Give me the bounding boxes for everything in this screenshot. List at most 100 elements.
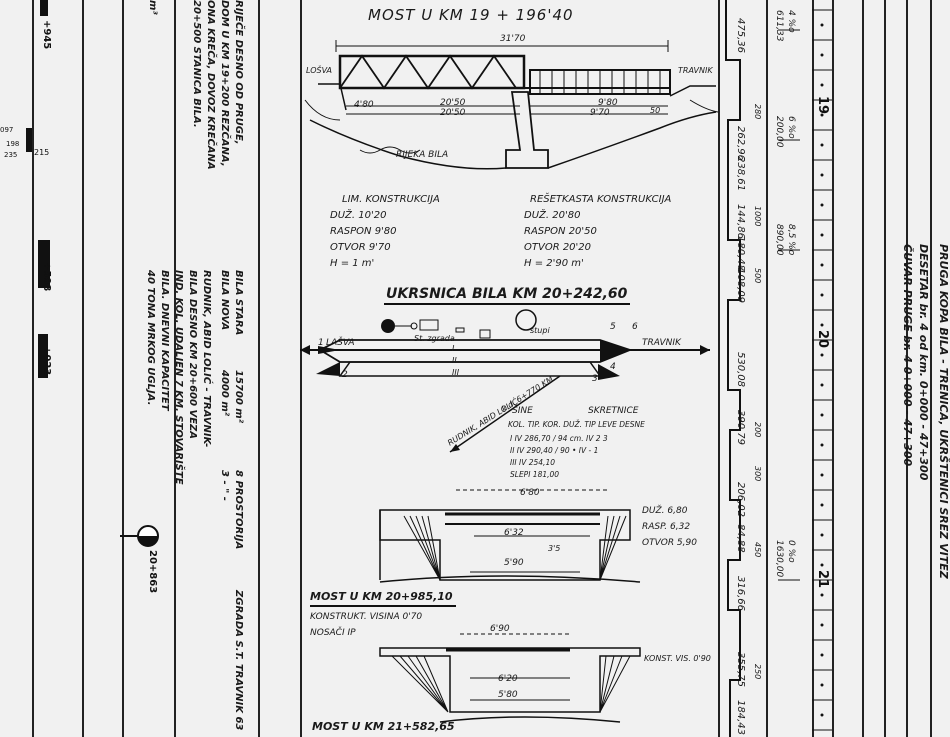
bridge1-d980: 9'80 (598, 98, 618, 108)
marker-598: +598 (41, 262, 52, 292)
elev-13: 184,43 (735, 700, 746, 735)
note-col-1: RIJEČE DESNO OD PRUGE, (233, 0, 244, 145)
bridge1-title: MOST U KM 19 + 196'40 (368, 6, 574, 24)
junction-right: TRAVNIK (642, 338, 681, 348)
rule-right-8 (930, 0, 932, 737)
bridge2-nosaci: NOSAČI IP (310, 628, 356, 638)
table-sine: ŠINE (512, 406, 533, 416)
bridge3-title: MOST U KM 21+582,65 (312, 720, 455, 733)
bridge1-d480: 4'80 (354, 100, 374, 110)
grade-1b: 611,33 (774, 10, 784, 42)
note-col-2: DOM U KM 19+200 REZČANA, (219, 0, 230, 167)
bridge1-d50: 50 (650, 106, 661, 115)
station-line-2b: 4000 m² (219, 370, 230, 417)
rule-left-1 (32, 0, 34, 737)
table-row-1: I IV 286,70 / 94 cm. IV 2 3 (510, 434, 608, 443)
station-line-7: 40 TONA MRKOG UGLJA. (145, 270, 156, 406)
rule-left-4 (174, 0, 176, 737)
elev-5: 180,48 (735, 236, 746, 271)
km-20: 20 (815, 330, 830, 349)
elev-8: 390,79 (735, 410, 746, 445)
track-1: I (452, 344, 455, 353)
bridge1-river: RIJEKA BILA (396, 150, 449, 160)
marker-235: 235 (4, 151, 18, 159)
rez-otvor: OTVOR 20'20 (524, 242, 592, 253)
header-line-2: DESETAR br. 4 od km. 0+000 - 47+300 (917, 244, 930, 481)
rule-right-2 (766, 0, 768, 737)
bridge1-left-end: LOŠVA (306, 66, 332, 75)
marker-097: 097 (0, 126, 14, 134)
grade-4b: 1630,00 (774, 540, 784, 578)
station-line-2a: BILA NOVA (219, 270, 230, 331)
junction-signal: St. zgrada (414, 334, 455, 343)
junction-n2: 2 (342, 370, 348, 380)
table-head: KOL. TIP. KOR. DUŽ. TIP LEVE DESNE (508, 420, 645, 429)
note-col-4: 20+500 STANICA BILA. (191, 0, 202, 128)
grade-1a: 4 %o (786, 10, 796, 33)
junction-left: LAŠVA (326, 338, 355, 348)
bridge1-d2050b: 20'50 (440, 108, 466, 118)
elev-3: 238,61 (735, 156, 746, 191)
radius-4: 200 (753, 422, 762, 438)
rule-left-2 (82, 0, 84, 737)
bridge2-rasp: RASP. 6,32 (642, 522, 691, 532)
lim-h: H = 1 m' (330, 258, 375, 269)
rule-right-1 (718, 0, 720, 737)
marker-945: +945 (41, 20, 52, 50)
grade-4a: 0 %o (786, 540, 796, 563)
radius-5: 300 (753, 466, 762, 482)
junction-n6: 6 (632, 322, 638, 332)
radius-7: 250 (753, 664, 762, 680)
rez-raspon: RASPON 20'50 (524, 226, 597, 237)
station-line-2c: 3 - " - (219, 470, 230, 501)
elev-7: 530,08 (735, 352, 746, 387)
rule-left-5 (258, 0, 260, 737)
track-2: II (452, 356, 457, 365)
table-row-2: II IV 290,40 / 90 • IV - 1 (510, 446, 599, 455)
radius-2: 1000 (753, 206, 762, 227)
rez-title: REŠETKASTA KONSTRUKCIJA (530, 194, 672, 205)
station-line-6: BILA. DNEVNI KAPACITET (159, 270, 170, 411)
marker-20-863: 20+863 (147, 550, 158, 594)
station-line-1a: BILA STARA (233, 270, 244, 336)
rule-left-6 (300, 0, 302, 737)
bridge2-konstr: KONSTRUKT. VISINA 0'70 (310, 612, 423, 622)
bridge2-otvor: OTVOR 5,90 (642, 538, 697, 548)
bridge3-konst: KONST. VIS. 0'90 (644, 654, 711, 663)
elev-6: 108,09 (735, 268, 746, 303)
grade-2a: 6 %o (786, 116, 796, 139)
lim-otvor: OTVOR 9'70 (330, 242, 391, 253)
radius-6: 450 (753, 542, 762, 558)
bridge2-title: MOST U KM 20+985,10 (310, 590, 453, 603)
grade-3a: 8,5 %o (786, 224, 796, 256)
elev-1: 475,36 (735, 18, 746, 53)
bridge3-low-dim: 5'80 (498, 690, 518, 700)
rule-left-3 (122, 0, 124, 737)
junction-n3: 3 (592, 374, 598, 384)
station-line-1b: 15700 m² (233, 370, 244, 424)
bridge2-low-dim: 5'90 (504, 558, 524, 568)
rule-right-3 (812, 0, 814, 737)
grade-3b: 890,00 (774, 224, 784, 256)
bridge3-top-dim: 6'90 (490, 624, 510, 634)
table-row-3: III IV 254,10 (510, 458, 555, 467)
bridge1-d2050a: 20'50 (440, 98, 466, 108)
table-row-4: SLEPI 181,00 (510, 470, 560, 479)
table-skretnice: SKRETNICE (588, 406, 639, 416)
rule-right-7 (906, 0, 908, 737)
marker-215: 215 (34, 148, 50, 157)
header-line-3: ČUVAR PRUGE br. 4 0+000 - 47+300 (901, 244, 914, 467)
rule-right-4 (832, 0, 834, 737)
track-3: III (452, 368, 460, 377)
km-19: 19 (815, 96, 830, 115)
grade-2b: 200,00 (774, 116, 784, 148)
junction-n1: 1 (318, 338, 324, 348)
elev-11: 316,66 (735, 576, 746, 611)
station-line-5: IND. KOL. UDALJEN 7 KM. STOVARIŠTE (173, 270, 184, 485)
bridge1-d970: 9'70 (590, 108, 610, 118)
station-line-3: RUDNIK, ABID LOLIĆ - TRAVNIK- (201, 270, 212, 448)
note-col-5: m³ (147, 0, 158, 15)
radius-1: 280 (753, 104, 762, 120)
km-21: 21 (815, 570, 830, 589)
